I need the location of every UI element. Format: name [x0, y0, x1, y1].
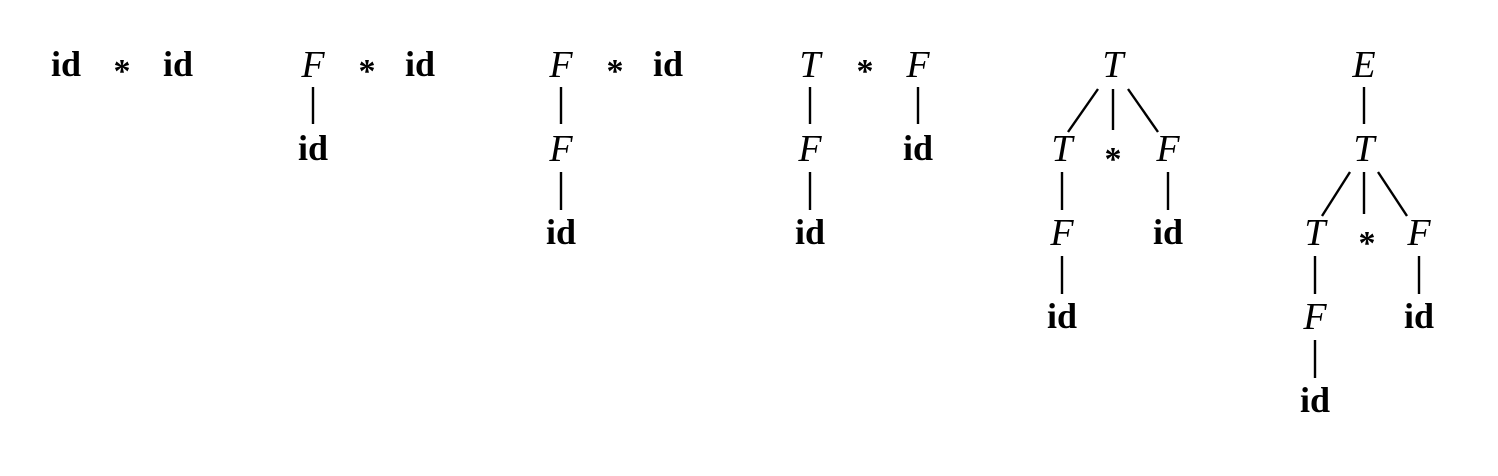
tree-1-node-terminal: id	[51, 44, 81, 84]
tree-5-node-operator: *	[1105, 141, 1122, 178]
tree-6-node-operator: *	[1359, 225, 1376, 262]
tree-4-node-nonterminal: T	[799, 44, 823, 86]
tree-4-node-nonterminal: F	[797, 128, 822, 170]
tree-4-node-terminal: id	[795, 212, 825, 252]
tree-edges	[311, 87, 1421, 378]
tree-4-node-nonterminal: F	[905, 44, 930, 86]
tree-6-edge	[1376, 171, 1409, 217]
tree-1-node-terminal: id	[163, 44, 193, 84]
tree-3-node-terminal: id	[546, 212, 576, 252]
tree-6-node-nonterminal: F	[1302, 296, 1327, 338]
tree-5-edge	[1127, 88, 1159, 133]
tree-5-edge	[1067, 88, 1099, 133]
tree-4-node-operator: *	[857, 53, 874, 90]
tree-5-edges	[1060, 88, 1170, 294]
tree-4-node-terminal: id	[903, 128, 933, 168]
tree-2-nodes: F * id id	[298, 44, 435, 168]
tree-6-edges	[1313, 87, 1421, 378]
tree-3-node-nonterminal: F	[548, 128, 573, 170]
tree-5-node-nonterminal: F	[1049, 212, 1074, 254]
tree-2-node-operator: *	[359, 53, 376, 90]
tree-5-node-terminal: id	[1153, 212, 1183, 252]
tree-2-node-terminal: id	[298, 128, 328, 168]
tree-5-node-nonterminal: F	[1155, 128, 1180, 170]
tree-3-node-terminal: id	[653, 44, 683, 84]
tree-5-node-nonterminal: T	[1051, 128, 1075, 170]
tree-6-edge	[1320, 171, 1352, 217]
tree-6-node-nonterminal: F	[1406, 212, 1431, 254]
tree-6-node-nonterminal: T	[1304, 212, 1328, 254]
tree-1-nodes: id * id	[51, 44, 193, 90]
tree-3-node-nonterminal: F	[548, 44, 573, 86]
tree-4-edges	[808, 87, 920, 210]
tree-2-node-nonterminal: F	[300, 44, 325, 86]
tree-1-node-operator: *	[114, 53, 131, 90]
tree-3-node-operator: *	[607, 53, 624, 90]
tree-6-node-nonterminal: E	[1351, 44, 1375, 86]
tree-2-node-terminal: id	[405, 44, 435, 84]
tree-6-node-nonterminal: T	[1353, 128, 1377, 170]
tree-5-node-nonterminal: T	[1102, 44, 1126, 86]
tree-6-node-terminal: id	[1300, 380, 1330, 420]
tree-5-node-terminal: id	[1047, 296, 1077, 336]
tree-6-node-terminal: id	[1404, 296, 1434, 336]
